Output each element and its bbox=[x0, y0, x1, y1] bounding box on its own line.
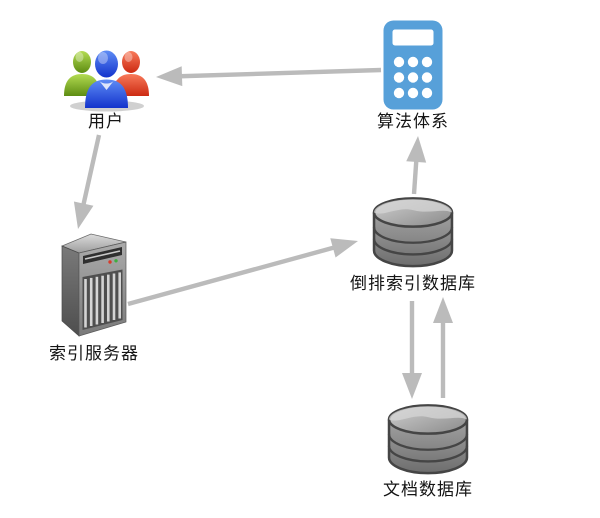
arrow-algorithm-to-users bbox=[156, 66, 382, 87]
node-label-index-server: 索引服务器 bbox=[49, 344, 139, 364]
node-users: 用户 bbox=[62, 48, 150, 132]
users-icon bbox=[64, 50, 149, 112]
node-label-document-db: 文档数据库 bbox=[383, 480, 473, 500]
node-document-db: 文档数据库 bbox=[383, 402, 473, 500]
node-label-inverted-index-db: 倒排索引数据库 bbox=[350, 274, 476, 294]
server-icon bbox=[61, 233, 127, 337]
calculator-icon bbox=[383, 20, 443, 110]
node-algorithm: 算法体系 bbox=[377, 20, 448, 132]
arrow-document_db-to-inverted_index_db bbox=[433, 297, 453, 398]
arrow-inverted_index_db-to-algorithm bbox=[406, 136, 427, 195]
database-icon bbox=[383, 402, 473, 478]
arrow-users-to-index_server bbox=[73, 134, 102, 229]
database-icon bbox=[368, 195, 458, 271]
arrow-index_server-to-inverted_index_db bbox=[127, 238, 358, 307]
node-inverted-index-db: 倒排索引数据库 bbox=[350, 195, 475, 294]
node-label-algorithm: 算法体系 bbox=[377, 112, 449, 132]
node-label-users: 用户 bbox=[88, 112, 124, 132]
arrow-inverted_index_db-to-document_db bbox=[402, 301, 422, 399]
node-index-server: 索引服务器 bbox=[49, 228, 138, 364]
